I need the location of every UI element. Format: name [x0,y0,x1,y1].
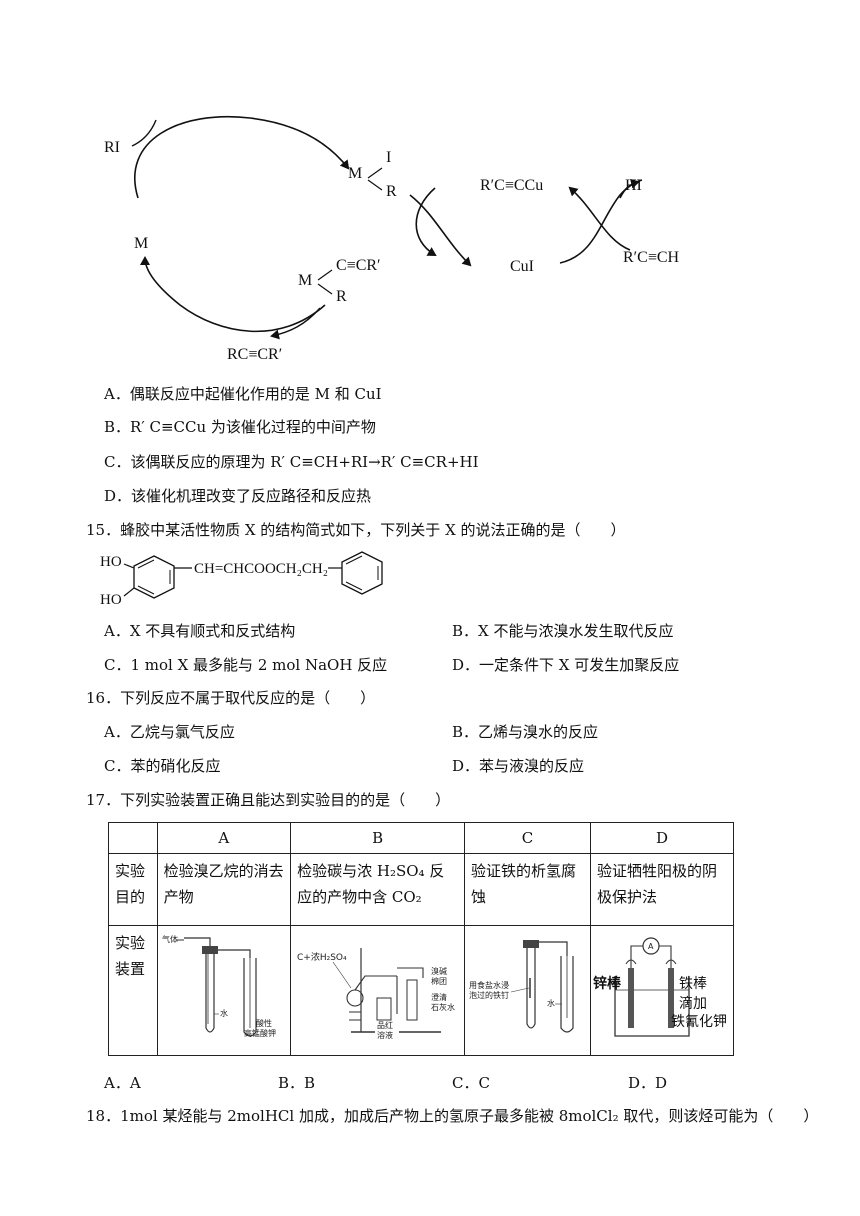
ri-incoming-arrow [131,119,157,147]
rcch-label: R′C≡CH [623,249,680,266]
svg-text:气体: 气体 [162,934,178,944]
apparatus-b-drawing: C+浓H₂SO₄ 品红 溶液 溴碱 棉团 澄清 石灰水 [297,948,455,1040]
q17-stem: 17．下列实验装置正确且能达到实验目的的是（ ） [86,791,451,809]
product-label: RC≡CR′ [227,346,282,363]
mi-m-label: M [348,165,362,182]
svg-text:水: 水 [220,1008,228,1018]
svg-text:A: A [648,942,654,951]
col-header-c: C [464,822,591,854]
apparatus-c: 用食盐水浸 泡过的铁钉 水 [464,925,591,1056]
q16-option-d: D．苯与液溴的反应 [452,757,585,775]
svg-text:铁棒: 铁棒 [679,976,707,992]
rccu-label: R′C≡CCu [480,177,543,194]
svg-text:溶液: 溶液 [377,1030,393,1040]
table-row-purpose: 实验目的 检验溴乙烷的消去产物 检验碳与浓 H₂SO₄ 反应的产物中含 CO₂ … [108,853,735,926]
svg-text:铁氰化钾: 铁氰化钾 [671,1014,727,1030]
catalytic-mechanism-diagram: RI M M I R R′C≡CCu HI CuI R′C≡CH M C≡CR′… [104,116,680,363]
svg-text:酸性: 酸性 [256,1018,272,1028]
ho-bottom-label: HO [100,592,122,608]
svg-text:溴碱: 溴碱 [431,966,447,976]
q16-option-c: C．苯的硝化反应 [104,757,221,775]
q14-option-a: A．偶联反应中起催化作用的是 M 和 CuI [104,385,382,403]
q15-option-d: D．一定条件下 X 可发生加聚反应 [452,656,680,674]
m-label: M [134,235,148,252]
svg-text:品红: 品红 [377,1020,393,1030]
q17-option-d: D．D [628,1074,668,1092]
q15-option-a: A．X 不具有顺式和反式结构 [104,622,296,640]
q17-option-b: B．B [278,1074,316,1092]
q15-option-c: C．1 mol X 最多能与 2 mol NaOH 反应 [104,656,388,674]
cycle-arrow-bottom [140,256,326,333]
table-header-row: A B C D [108,822,735,854]
purpose-d: 验证牺牲阳极的阴极保护法 [589,853,735,926]
q15-option-b: B．X 不能与浓溴水发生取代反应 [452,622,674,640]
q16-stem: 16．下列反应不属于取代反应的是（ ） [86,689,376,707]
apparatus-d-drawing: A 锌棒 铁棒 滴加 铁氰化钾 [593,937,727,1037]
svg-text:锌棒: 锌棒 [593,975,622,992]
row-label-purpose: 实验目的 [108,853,158,926]
ho-top-label: HO [100,554,122,570]
mi-i-label: I [386,149,391,166]
side-chain-label: CH=CHCOOCH₂CH₂ [194,561,328,577]
q15-structure-formula: HO HO CH=CHCOOCH₂CH₂ [100,551,383,608]
svg-text:用食盐水浸: 用食盐水浸 [469,980,509,990]
svg-text:C+浓H₂SO₄: C+浓H₂SO₄ [297,952,347,963]
svg-text:棉团: 棉团 [431,976,447,986]
cycle-arrow-top [134,116,350,199]
purpose-a: 检验溴乙烷的消去产物 [156,853,292,926]
svg-text:泡过的铁钉: 泡过的铁钉 [469,990,509,1000]
q14-option-d: D．该催化机理改变了反应路径和反应热 [104,487,372,505]
mc-r-label: R [336,288,347,305]
table-corner-cell [108,822,158,854]
table-row-apparatus: 实验装置 气体 水 酸性 高锰酸钾 C+浓H₂SO₄ [108,925,735,1056]
transmetalation-arrow-1 [415,187,437,257]
mi-r-label: R [386,183,397,200]
q17-experiment-table: A B C D 实验目的 检验溴乙烷的消去产物 检验碳与浓 H₂SO₄ 反应的产… [108,822,735,1056]
alkyne-arrow [568,186,631,251]
purpose-b: 检验碳与浓 H₂SO₄ 反应的产物中含 CO₂ [290,853,466,926]
transmetalation-arrow-2 [409,194,472,267]
svg-text:石灰水: 石灰水 [431,1002,455,1012]
q16-option-a: A．乙烷与氯气反应 [104,723,235,741]
q14-option-b: B．R′ C≡CCu 为该催化过程的中间产物 [104,418,376,436]
svg-text:高锰酸钾: 高锰酸钾 [244,1028,276,1038]
apparatus-a: 气体 水 酸性 高锰酸钾 [156,925,292,1056]
svg-text:水: 水 [547,998,555,1008]
row-label-apparatus: 实验装置 [108,925,158,1056]
hi-arrow [619,178,640,199]
purpose-c: 验证铁的析氢腐蚀 [464,853,591,926]
cui-label: CuI [510,258,534,275]
apparatus-b: C+浓H₂SO₄ 品红 溶液 溴碱 棉团 澄清 石灰水 [290,925,466,1056]
ri-label: RI [104,139,120,156]
q17-option-a: A．A [104,1074,141,1092]
svg-text:澄清: 澄清 [431,992,447,1002]
q16-option-b: B．乙烯与溴水的反应 [452,723,599,741]
mc-c-label: C≡CR′ [336,257,381,274]
col-header-b: B [290,822,466,854]
svg-text:滴加: 滴加 [679,995,707,1012]
q17-option-c: C．C [452,1074,490,1092]
apparatus-c-drawing: 用食盐水浸 泡过的铁钉 水 [469,940,574,1033]
apparatus-a-drawing: 气体 水 酸性 高锰酸钾 [162,934,276,1038]
product-outgoing-arrow [270,307,321,340]
col-header-d: D [589,822,735,854]
q15-stem: 15．蜂胶中某活性物质 X 的结构简式如下，下列关于 X 的说法正确的是（ ） [86,521,626,539]
q18-stem: 18．1mol 某烃能与 2molHCl 加成，加成后产物上的氢原子最多能被 8… [86,1107,819,1125]
col-header-a: A [156,822,292,854]
hi-label: HI [625,177,642,194]
apparatus-d: A 锌棒 铁棒 滴加 铁氰化钾 [589,925,735,1056]
q14-option-c: C．该偶联反应的原理为 R′ C≡CH+RI→R′ C≡CR+HI [104,453,479,471]
mc-m-label: M [298,272,312,289]
